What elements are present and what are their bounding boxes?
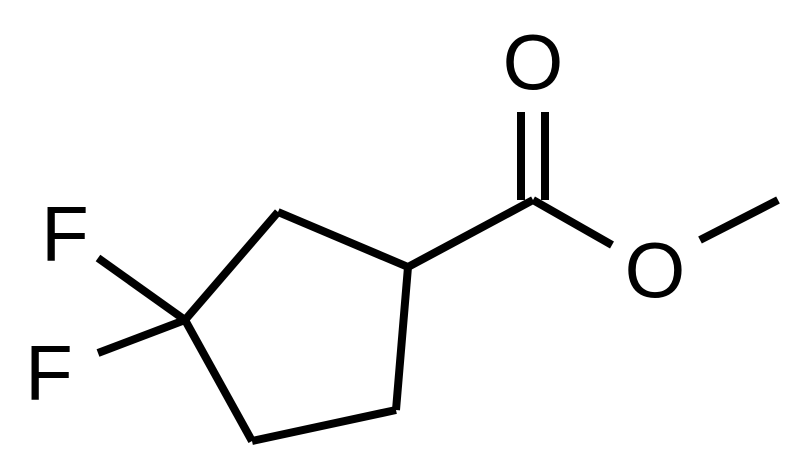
bond-c4-c3: [181, 318, 256, 443]
bond-c3-c2: [181, 209, 282, 323]
bonds: [95, 112, 780, 445]
atom-labels: O O F F: [25, 18, 685, 417]
bond-c5-c4: [251, 406, 397, 445]
bond-c1-ccarbonyl: [406, 196, 535, 271]
bond-c1-c5: [392, 266, 412, 411]
bond-c3-flower: [96, 316, 187, 357]
bond-oester-methyl: [698, 196, 780, 244]
atom-label-f-upper: F: [41, 190, 89, 278]
bond-ccarbonyl-oester: [531, 196, 614, 249]
bond-c3-fupper: [95, 254, 188, 324]
atom-label-o-ester: O: [625, 226, 686, 314]
atom-label-o-carbonyl: O: [503, 18, 564, 106]
bond-c2-c1: [276, 208, 410, 271]
atom-label-f-lower: F: [25, 329, 73, 417]
